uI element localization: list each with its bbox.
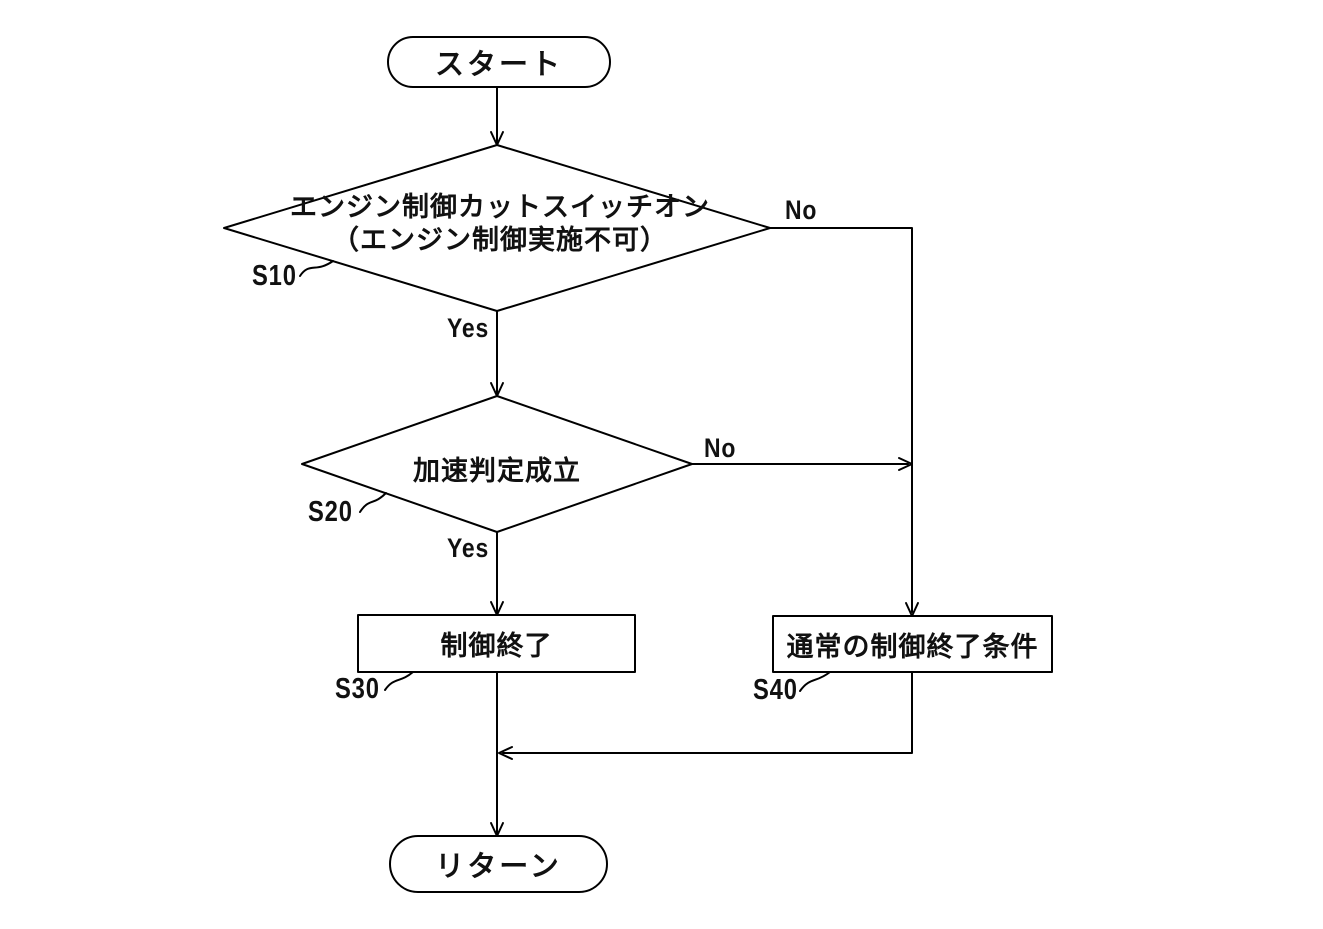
arrowhead-s20-no-into-rail xyxy=(898,457,913,471)
return-terminal-label: リターン xyxy=(435,851,562,883)
s20-no-label: No xyxy=(704,433,737,463)
s30-leader-squiggle xyxy=(384,671,414,691)
decision-s20-label: 加速判定成立 xyxy=(413,456,581,486)
return-terminal-shape xyxy=(389,835,608,893)
decision-s10-label-line2: （エンジン制御実施不可） xyxy=(332,225,668,255)
process-s30-label: 制御終了 xyxy=(440,631,553,661)
start-terminal-shape xyxy=(387,36,611,88)
step-label-s40: S40 xyxy=(753,674,798,706)
connector-s10-no-rail xyxy=(769,227,913,613)
step-label-s30: S30 xyxy=(335,673,380,705)
s20-leader-squiggle xyxy=(359,492,387,513)
s40-leader-squiggle xyxy=(799,671,831,692)
process-s40-label: 通常の制御終了条件 xyxy=(786,631,1039,662)
step-label-s20: S20 xyxy=(308,496,353,528)
connector-s40-to-merge xyxy=(502,671,913,754)
step-label-s10: S10 xyxy=(252,260,297,292)
decision-s10-label: エンジン制御カットスイッチオン （エンジン制御実施不可） xyxy=(260,191,740,257)
process-s40-shape xyxy=(772,615,1053,673)
s10-no-label: No xyxy=(785,195,818,225)
s20-yes-label: Yes xyxy=(447,533,490,563)
s10-leader-squiggle xyxy=(299,260,334,277)
arrowhead-merge-left xyxy=(498,746,513,760)
decision-s10-label-line1: エンジン制御カットスイッチオン xyxy=(290,192,710,222)
start-terminal-label: スタート xyxy=(434,49,563,81)
s10-yes-label: Yes xyxy=(447,313,490,343)
